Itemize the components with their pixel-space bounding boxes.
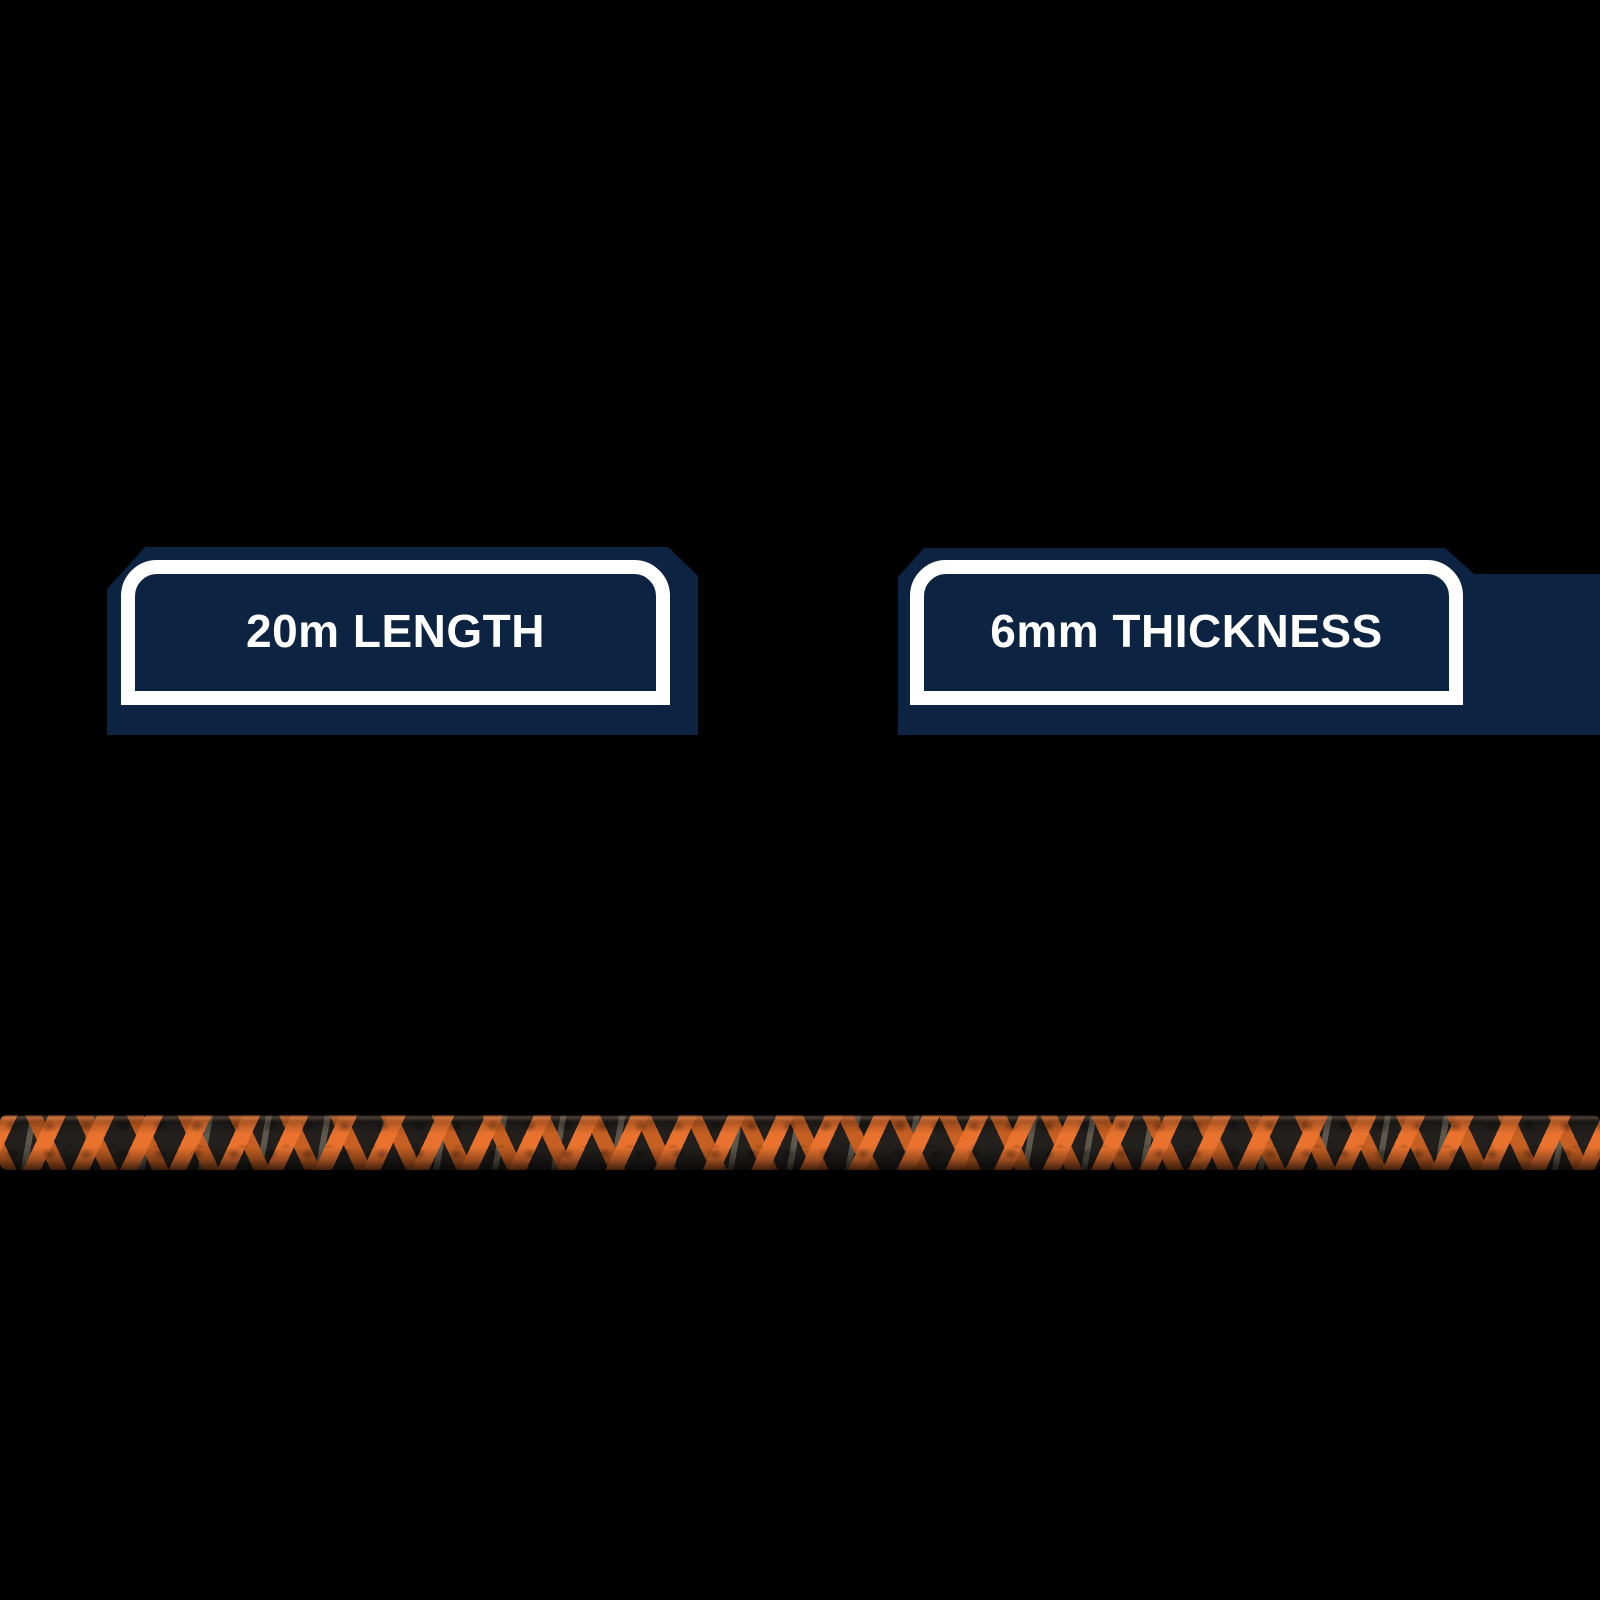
badge-thickness: 6mm THICKNESS xyxy=(898,548,1600,735)
badge-length: 20m LENGTH xyxy=(107,547,698,735)
badge-length-frame: 20m LENGTH xyxy=(121,560,670,705)
rope-image xyxy=(0,1115,1600,1170)
badge-thickness-frame: 6mm THICKNESS xyxy=(910,560,1463,705)
badge-thickness-label: 6mm THICKNESS xyxy=(990,604,1383,657)
badge-length-label: 20m LENGTH xyxy=(246,604,545,657)
